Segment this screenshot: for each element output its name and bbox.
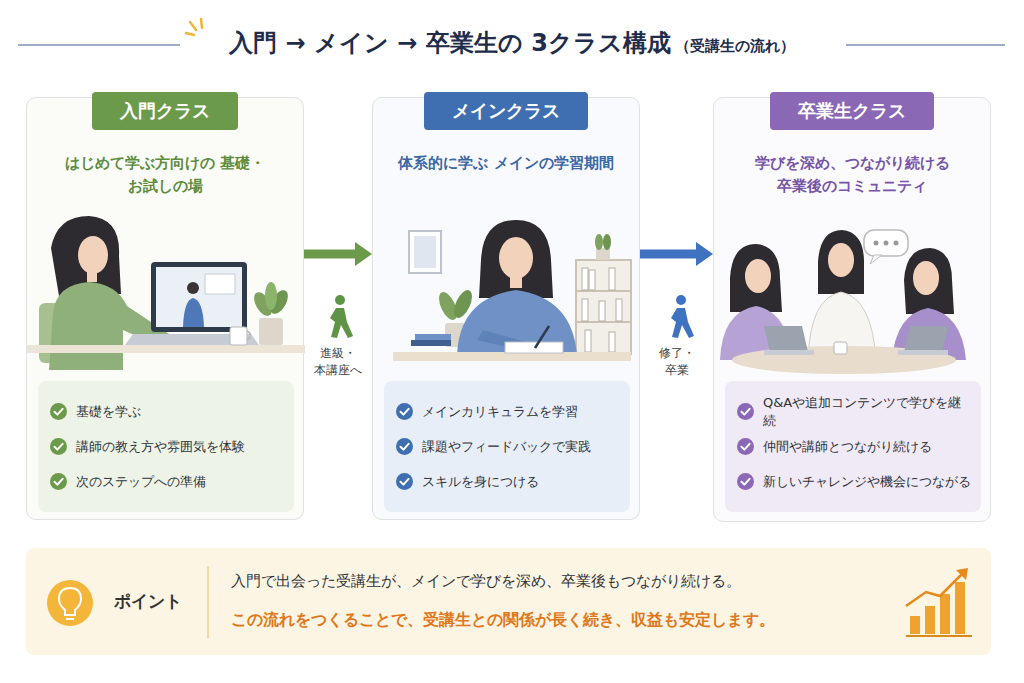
flow-arrow (640, 242, 713, 266)
check-icon (737, 438, 754, 455)
feature-list-box: メインカリキュラムを学習課題やフィードバックで実践スキルを身につける (384, 381, 630, 512)
check-icon (50, 473, 67, 490)
check-item: 新しいチャレンジや機会につながる (737, 464, 973, 499)
check-item: Q&Aや追加コンテンツで学びを継続 (737, 394, 973, 429)
check-item: メインカリキュラムを学習 (396, 394, 622, 429)
list-item-text: Q&Aや追加コンテンツで学びを継続 (763, 394, 973, 429)
check-icon (737, 473, 754, 490)
point-text: 入門で出会った受講生が、メインで学びを深め、卒業後もつながり続ける。 (231, 572, 741, 591)
class-heading: 入門クラス (92, 92, 238, 130)
check-mark (401, 479, 409, 485)
list-item-text: スキルを身につける (422, 473, 539, 491)
accent-marks (186, 19, 202, 35)
check-mark (401, 444, 409, 450)
list-item-text: 課題やフィードバックで実践 (422, 438, 591, 456)
class-panel: 入門クラスはじめて学ぶ方向けの 基礎・お試しの場基礎を学ぶ講師の教え方や雰囲気を… (26, 97, 304, 520)
feature-list-box: Q&Aや追加コンテンツで学びを継続仲間や講師とつながり続ける新しいチャレンジや機… (725, 381, 981, 512)
check-item: スキルを身につける (396, 464, 622, 499)
check-circle (50, 473, 67, 490)
list-item-text: 新しいチャレンジや機会につながる (763, 473, 971, 491)
point-heading: ポイント (114, 590, 182, 613)
check-circle (396, 473, 413, 490)
check-mark (55, 444, 63, 450)
check-mark (401, 409, 409, 415)
check-icon (50, 403, 67, 420)
flow-arrow (304, 242, 372, 266)
list-item-text: 講師の教え方や雰囲気を体験 (76, 438, 245, 456)
edge-label: 進級・ 本講座へ (307, 345, 369, 380)
check-mark (742, 479, 750, 485)
check-item: 次のステップへの準備 (50, 464, 286, 499)
check-mark (742, 444, 750, 450)
check-mark (55, 479, 63, 485)
class-subtitle: はじめて学ぶ方向けの 基礎・お試しの場 (41, 152, 289, 197)
list-item-text: 基礎を学ぶ (76, 403, 141, 421)
arrow-head (355, 242, 372, 266)
check-mark (55, 409, 63, 415)
title-row: 入門 → メイン → 卒業生の 3クラス構成（受講生の流れ） (0, 27, 1024, 59)
edge-label: 修了・ 卒業 (646, 345, 708, 380)
arrow-shaft (304, 250, 355, 259)
class-heading: 卒業生クラス (770, 92, 934, 130)
class-heading: メインクラス (424, 92, 588, 130)
check-item: 基礎を学ぶ (50, 394, 286, 429)
check-icon (396, 438, 413, 455)
arrow-shaft (640, 250, 696, 259)
check-item: 仲間や講師とつながり続ける (737, 429, 973, 464)
check-icon (50, 438, 67, 455)
check-circle (737, 438, 754, 455)
title-subnote: （受講生の流れ） (675, 37, 795, 56)
check-circle (737, 403, 754, 420)
walker-icon (330, 295, 353, 338)
check-circle (737, 473, 754, 490)
list-item-text: メインカリキュラムを学習 (422, 403, 578, 421)
list-item-text: 仲間や講師とつながり続ける (763, 438, 932, 456)
class-panel: 卒業生クラス学びを深め、つながり続ける 卒業後のコミュニティQ&Aや追加コンテン… (713, 97, 991, 522)
list-item-text: 次のステップへの準備 (76, 473, 206, 491)
arrow-head (696, 242, 713, 266)
check-mark (742, 409, 750, 415)
walker-icon (671, 295, 694, 338)
class-panel: メインクラス体系的に学ぶ メインの学習期間メインカリキュラムを学習課題やフィード… (372, 97, 640, 520)
check-circle (396, 403, 413, 420)
point-band: ポイント 入門で出会った受講生が、メインで学びを深め、卒業後もつながり続ける。この… (26, 548, 991, 655)
check-circle (396, 438, 413, 455)
title-rule (846, 44, 1005, 45)
check-icon (396, 473, 413, 490)
class-subtitle: 学びを深め、つながり続ける 卒業後のコミュニティ (728, 152, 976, 197)
feature-list-box: 基礎を学ぶ講師の教え方や雰囲気を体験次のステップへの準備 (38, 381, 294, 512)
point-text: この流れをつくることで、受講生との関係が長く続き、収益も安定します。 (231, 610, 775, 631)
check-icon (737, 403, 754, 420)
check-item: 課題やフィードバックで実践 (396, 429, 622, 464)
title-rule (18, 44, 180, 45)
check-circle (50, 438, 67, 455)
diagram-title: 入門 → メイン → 卒業生の 3クラス構成 (229, 27, 671, 59)
class-subtitle: 体系的に学ぶ メインの学習期間 (387, 152, 625, 175)
check-item: 講師の教え方や雰囲気を体験 (50, 429, 286, 464)
check-circle (50, 403, 67, 420)
check-icon (396, 403, 413, 420)
